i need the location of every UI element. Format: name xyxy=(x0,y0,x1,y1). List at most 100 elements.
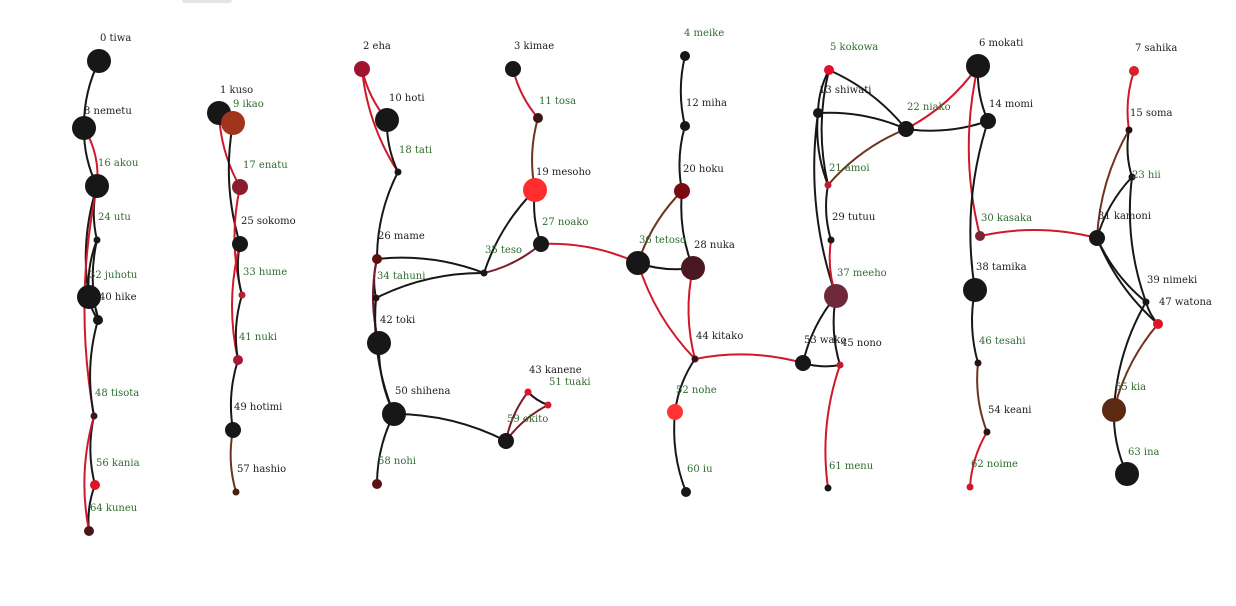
node-label-44: 44 kitako xyxy=(696,331,743,342)
node-4[interactable] xyxy=(680,51,690,61)
node-label-34: 34 tahuni xyxy=(377,271,425,282)
node-21[interactable] xyxy=(824,181,832,189)
node-5[interactable] xyxy=(824,65,834,75)
node-label-36: 36 tetoso xyxy=(639,235,686,246)
node-30[interactable] xyxy=(975,231,985,241)
node-55[interactable] xyxy=(1102,398,1126,422)
node-60[interactable] xyxy=(681,487,691,497)
node-62[interactable] xyxy=(966,483,974,491)
node-label-59: 59 okito xyxy=(507,414,548,425)
node-label-1: 1 kuso xyxy=(220,85,253,96)
node-28[interactable] xyxy=(681,256,705,280)
node-label-32: 32 juhotu xyxy=(89,270,138,281)
node-label-47: 47 watona xyxy=(1159,297,1212,308)
node-57[interactable] xyxy=(232,488,240,496)
node-54[interactable] xyxy=(983,428,991,436)
node-10[interactable] xyxy=(375,108,399,132)
node-36[interactable] xyxy=(626,251,650,275)
node-label-22: 22 niako xyxy=(907,102,951,113)
node-6[interactable] xyxy=(966,54,990,78)
node-44[interactable] xyxy=(691,355,699,363)
node-48[interactable] xyxy=(90,412,98,420)
node-47[interactable] xyxy=(1153,319,1163,329)
node-label-54: 54 keani xyxy=(988,405,1031,416)
node-label-58: 58 nohi xyxy=(378,456,416,467)
node-label-48: 48 tisota xyxy=(95,388,139,399)
node-49[interactable] xyxy=(225,422,241,438)
node-64[interactable] xyxy=(84,526,94,536)
node-58[interactable] xyxy=(372,479,382,489)
edge-52-60 xyxy=(673,411,687,493)
edge-40-48 xyxy=(89,319,99,417)
edge-23-39 xyxy=(1128,176,1147,303)
node-2[interactable] xyxy=(354,61,370,77)
edge-9-25 xyxy=(227,122,241,245)
node-9[interactable] xyxy=(221,111,245,135)
node-53[interactable] xyxy=(795,355,811,371)
node-15[interactable] xyxy=(1125,126,1133,134)
node-label-23: 23 hii xyxy=(1132,170,1161,181)
node-46[interactable] xyxy=(974,359,982,367)
node-45[interactable] xyxy=(836,361,844,369)
node-20[interactable] xyxy=(674,183,690,199)
node-8[interactable] xyxy=(72,116,96,140)
node-40[interactable] xyxy=(93,315,103,325)
edge-28-44 xyxy=(687,267,696,360)
node-63[interactable] xyxy=(1115,462,1139,486)
node-59[interactable] xyxy=(498,433,514,449)
node-24[interactable] xyxy=(93,236,101,244)
node-label-24: 24 utu xyxy=(98,212,131,223)
node-label-13: 13 shiwati xyxy=(819,85,871,96)
edge-7-15 xyxy=(1126,70,1135,131)
node-50[interactable] xyxy=(382,402,406,426)
node-39[interactable] xyxy=(1142,298,1150,306)
node-35[interactable] xyxy=(480,269,488,277)
node-32[interactable] xyxy=(77,285,101,309)
node-33[interactable] xyxy=(238,291,246,299)
node-11[interactable] xyxy=(533,113,543,123)
node-38[interactable] xyxy=(963,278,987,302)
node-52[interactable] xyxy=(667,404,683,420)
edge-41-49 xyxy=(229,359,239,431)
node-51[interactable] xyxy=(544,401,552,409)
node-27[interactable] xyxy=(533,236,549,252)
node-label-26: 26 mame xyxy=(378,231,425,242)
node-41[interactable] xyxy=(233,355,243,365)
node-16[interactable] xyxy=(85,174,109,198)
node-19[interactable] xyxy=(523,178,547,202)
node-13[interactable] xyxy=(813,108,823,118)
node-29[interactable] xyxy=(827,236,835,244)
node-43[interactable] xyxy=(524,388,532,396)
node-61[interactable] xyxy=(824,484,832,492)
edge-31-39 xyxy=(1096,237,1147,303)
node-25[interactable] xyxy=(232,236,248,252)
edge-39-55 xyxy=(1113,301,1147,411)
node-18[interactable] xyxy=(394,168,402,176)
node-56[interactable] xyxy=(90,480,100,490)
node-3[interactable] xyxy=(505,61,521,77)
node-42[interactable] xyxy=(367,331,391,355)
node-label-53: 53 wako xyxy=(804,335,847,346)
node-23[interactable] xyxy=(1128,173,1136,181)
node-label-31: 31 kamoni xyxy=(1098,211,1151,222)
node-0[interactable] xyxy=(87,49,111,73)
node-34[interactable] xyxy=(372,294,380,302)
edge-48-64 xyxy=(83,415,95,532)
node-17[interactable] xyxy=(232,179,248,195)
edge-36-44 xyxy=(637,262,696,360)
node-label-12: 12 miha xyxy=(686,98,727,109)
node-26[interactable] xyxy=(372,254,382,264)
node-14[interactable] xyxy=(980,113,996,129)
node-12[interactable] xyxy=(680,121,690,131)
node-label-18: 18 tati xyxy=(399,145,432,156)
node-31[interactable] xyxy=(1089,230,1105,246)
node-7[interactable] xyxy=(1129,66,1139,76)
node-label-30: 30 kasaka xyxy=(981,213,1032,224)
node-37[interactable] xyxy=(824,284,848,308)
node-label-0: 0 tiwa xyxy=(100,33,131,44)
node-22[interactable] xyxy=(898,121,914,137)
edge-2-18 xyxy=(361,68,399,173)
node-label-39: 39 nimeki xyxy=(1147,275,1197,286)
edge-44-53 xyxy=(694,353,804,364)
